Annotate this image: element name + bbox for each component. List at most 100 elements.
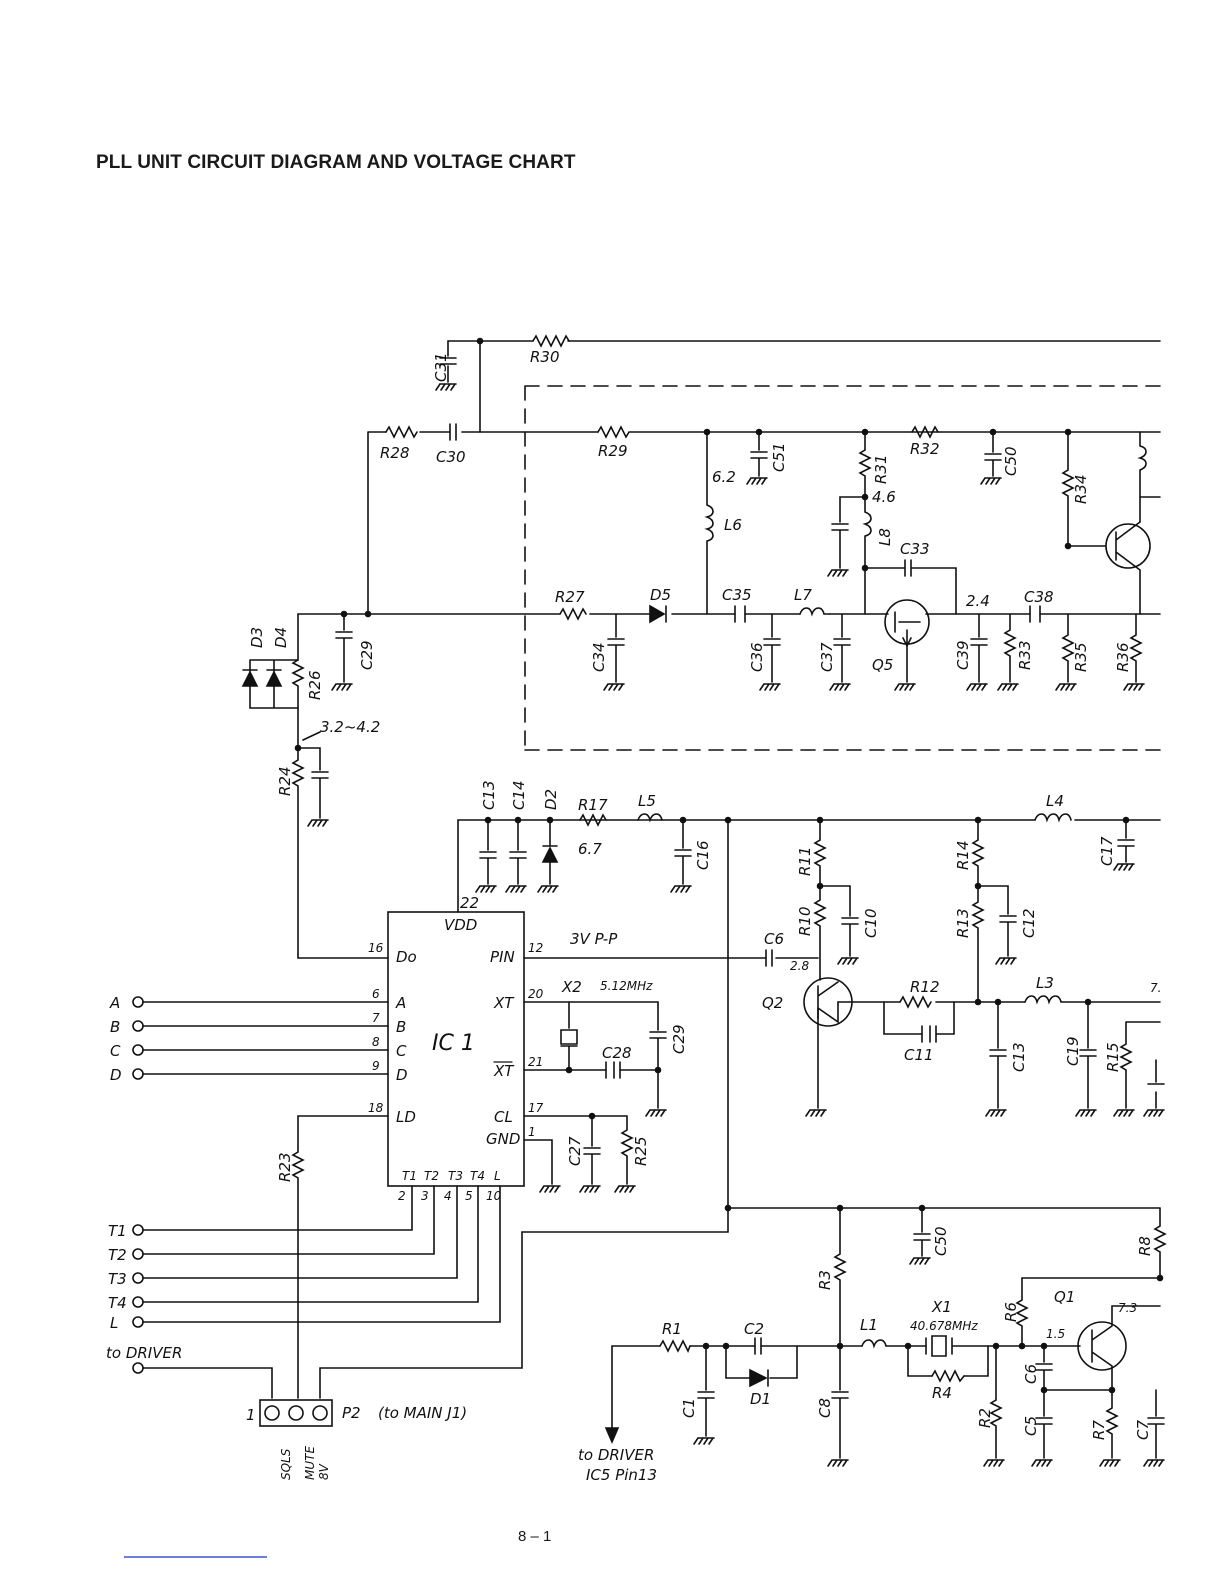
pin-18: 18 — [368, 1101, 384, 1115]
q2-buffer — [803, 816, 1165, 1117]
label-c32: C35 — [722, 586, 752, 604]
label-d5: D5 — [650, 586, 671, 604]
label-c18: C16 — [694, 840, 712, 870]
label-r10: R10 — [796, 906, 814, 936]
label-r31: R31 — [872, 454, 890, 484]
label-l6: L6 — [724, 516, 742, 534]
label-r29: R29 — [598, 442, 628, 460]
pin-7: 7 — [372, 1011, 380, 1025]
label-c13: C13 — [1010, 1042, 1028, 1072]
label-l1: L1 — [860, 1316, 878, 1334]
p2-connector — [259, 1399, 333, 1427]
pin-3: 3 — [421, 1189, 429, 1203]
p2-pin1: 1 — [246, 1406, 256, 1424]
v-q1-col: 7.3 — [1118, 1301, 1137, 1315]
terminal-l: L — [110, 1314, 118, 1332]
terminal-t4: T4 — [108, 1294, 127, 1312]
top-rail — [435, 334, 1161, 433]
label-r15: R15 — [1104, 1042, 1122, 1072]
label-d3: D3 — [248, 627, 266, 648]
v-d2: 6.7 — [578, 840, 602, 858]
label-x1: X1 — [931, 1298, 952, 1316]
pin-10: 10 — [486, 1189, 502, 1203]
label-c27: C29 — [670, 1024, 688, 1054]
label-r36: R36 — [1114, 642, 1132, 672]
label-r6: R6 — [1002, 1302, 1020, 1322]
pin-22: 22 — [460, 894, 479, 912]
label-c33: C36 — [748, 642, 766, 672]
x1-freq: 40.678MHz — [910, 1319, 978, 1333]
terminal-b: B — [110, 1018, 120, 1036]
label-c25: C27 — [566, 1136, 584, 1166]
pin-name-a: A — [395, 994, 406, 1012]
pin-name-cl: CL — [494, 1108, 513, 1126]
v-r31: 4.6 — [872, 488, 896, 506]
terminal-t1: T1 — [108, 1222, 127, 1240]
label-r13: R13 — [954, 908, 972, 938]
page-title: PLL UNIT CIRCUIT DIAGRAM AND VOLTAGE CHA… — [96, 152, 576, 173]
label-r7: R7 — [1090, 1420, 1108, 1440]
pin-16: 16 — [368, 941, 384, 955]
r17-resistor — [579, 813, 607, 827]
label-c36: C39 — [954, 640, 972, 670]
label-r30: R30 — [530, 348, 560, 366]
terminal-c: C — [110, 1042, 121, 1060]
page-number: 8 – 1 — [518, 1528, 552, 1545]
p2-8v: 8V — [317, 1463, 331, 1480]
second-rail — [367, 423, 1161, 615]
pin-name-xt-bar: XT — [493, 1062, 515, 1080]
label-r11: R11 — [796, 846, 814, 876]
label-c17: C14 — [510, 780, 528, 810]
footer-rule — [124, 1556, 267, 1558]
pin-21: 21 — [528, 1055, 543, 1069]
pin-name-b: B — [396, 1018, 406, 1036]
label-x2: X2 — [561, 978, 582, 996]
r29-resistor — [597, 425, 630, 439]
pin-name-ld: LD — [396, 1108, 416, 1126]
label-c31: C34 — [590, 642, 608, 672]
label-r33: R33 — [1016, 640, 1034, 670]
p2-sqls: SQLS — [279, 1448, 293, 1480]
v-l6: 6.2 — [712, 468, 736, 486]
p2-label: P2 — [342, 1404, 361, 1422]
label-l3: L3 — [1036, 974, 1054, 992]
label-d1: D1 — [750, 1390, 771, 1408]
label-c39: C51 — [770, 442, 788, 472]
label-r27: R27 — [555, 588, 585, 606]
label-q2: Q2 — [762, 994, 783, 1012]
shield-box — [524, 385, 1161, 751]
label-c14: C19 — [1064, 1036, 1082, 1066]
label-r25: R25 — [632, 1136, 650, 1166]
pin-name-gnd: GND — [486, 1130, 520, 1148]
label-r32: R32 — [910, 440, 940, 458]
pin-name-c: C — [396, 1042, 407, 1060]
label-c10: C10 — [862, 908, 880, 938]
label-c16: C13 — [480, 780, 498, 810]
p2-mute: MUTE — [303, 1446, 317, 1480]
out-ic5: IC5 Pin13 — [586, 1466, 657, 1484]
r27-resistor — [559, 607, 587, 621]
pin-name-t3: T3 — [448, 1169, 463, 1183]
x2-freq: 5.12MHz — [600, 979, 653, 993]
label-l5: L4 — [1046, 792, 1064, 810]
label-c1: C1 — [680, 1398, 698, 1418]
r1-resistor — [659, 1339, 691, 1353]
label-r17: R17 — [578, 796, 608, 814]
pin-17: 17 — [528, 1101, 544, 1115]
c29-cap — [449, 423, 457, 441]
v-l3: 7. — [1150, 981, 1161, 995]
label-c26: C28 — [602, 1044, 632, 1062]
label-c34: C37 — [818, 642, 836, 672]
label-r34: R34 — [1072, 474, 1090, 504]
l5-inductor — [1034, 813, 1072, 823]
pin-name-d: D — [396, 1066, 408, 1084]
r28-resistor — [385, 425, 418, 439]
label-l4: L5 — [638, 792, 656, 810]
label-c49: C50 — [932, 1226, 950, 1256]
label-c28: C29 — [358, 640, 376, 670]
label-r2: R2 — [976, 1408, 994, 1428]
label-r24: R24 — [276, 766, 294, 796]
label-r28: R28 — [380, 444, 410, 462]
pin-name-t4: T4 — [470, 1169, 485, 1183]
label-c2: C2 — [744, 1320, 764, 1338]
